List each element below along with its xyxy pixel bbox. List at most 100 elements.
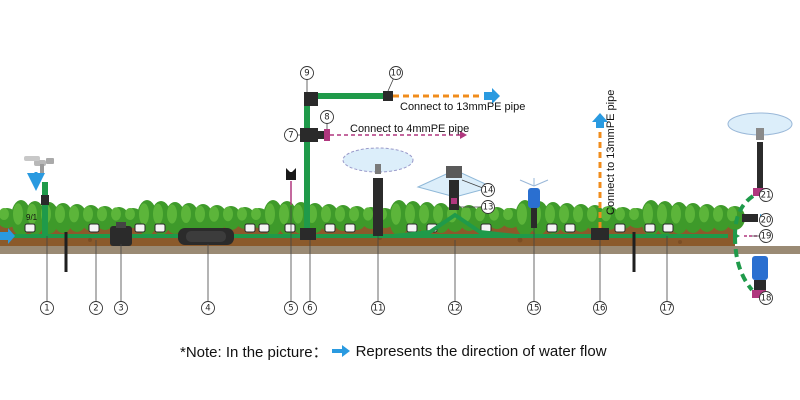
callout-number: 6 [307,304,312,314]
grass-highlight [419,204,429,224]
pipe-clamps [24,223,674,233]
pipe-clamp [324,223,336,233]
pipe-clamp [662,223,674,233]
grass-highlight [559,205,569,223]
faucet: 9/1 [24,156,54,236]
pipe-clamp [644,223,656,233]
callout-circle [448,301,462,315]
pipe-clamp [88,223,100,233]
grass-highlight [685,205,695,223]
grass-highlight [713,206,723,222]
grass-highlight [391,203,401,225]
grass-highlight [97,206,107,222]
callout-19: 19 [752,229,773,243]
grass-highlight [601,206,611,222]
callout-number: 19 [761,232,772,242]
callout-15: 15 [527,228,541,315]
grass-highlight [545,204,555,224]
impact-sprinkler [519,178,549,228]
pipe-clamp [546,223,558,233]
grass-highlight [629,208,639,220]
grass-highlight [587,206,597,222]
callout-circle [303,301,317,315]
grass-highlight [111,207,121,221]
callout-21: 21 [759,188,773,202]
vertical-13mm-branch [591,113,609,240]
label-connect-4mm: Connect to 4mmPE pipe [350,123,469,135]
pipe-clamp [24,223,36,233]
callout-number: 2 [93,304,98,314]
grass-highlight [223,206,233,222]
callout-circle [114,301,128,315]
callout-circle [759,291,773,305]
callout-circle [759,188,773,202]
pipe-clamp [614,223,626,233]
label-connect-13mm-vertical: Connect to 13mmPE pipe [605,90,617,215]
callout-2: 2 [89,240,103,315]
callout-10: 10 [387,66,403,92]
callout-circle [481,183,495,197]
callout-number: 21 [761,191,772,201]
grass-highlight [293,204,303,224]
callout-number: 11 [373,304,384,314]
grass-highlight [671,204,681,224]
grass-highlight [363,207,373,221]
u-clip [286,168,296,205]
callout-16: 16 [593,240,607,315]
pipe-clamp [564,223,576,233]
grass-highlight [503,208,513,220]
pipe-clamp [344,223,356,233]
pipe-clamp [244,223,256,233]
grass-highlight [83,206,93,222]
callout-number: 13 [483,203,494,213]
grass-highlight [321,205,331,223]
grass-highlight [699,205,709,223]
callout-5: 5 [284,206,298,315]
note-suffix: Represents the direction of water flow [355,342,607,360]
callout-18: 18 [759,291,773,305]
callout-circle [481,200,495,214]
callout-circle [89,301,103,315]
pipe-clamp [154,223,166,233]
callout-circle [284,128,298,142]
grass-highlight [181,205,191,223]
grass-highlight [643,203,653,225]
micro-sprayer [342,147,414,236]
callout-number: 1 [44,304,49,314]
label-connect-13mm-horizontal: Connect to 13mmPE pipe [400,101,525,113]
callout-number: 17 [662,304,673,314]
callout-circle [284,301,298,315]
riser-assembly [300,91,393,240]
callout-circle [527,301,541,315]
callout-number: 7 [288,131,293,141]
callout-12: 12 [448,240,462,315]
grass-highlight [209,206,219,222]
grass-highlight [517,203,527,225]
callout-number: 5 [288,304,293,314]
callout-number: 20 [761,216,772,226]
callout-number: 15 [529,304,540,314]
callout-circle [389,66,403,80]
grass-highlight [251,208,261,220]
inlet-flow-arrow [0,228,15,244]
callout-17: 17 [660,236,674,315]
grass-highlight [461,206,471,222]
grass-highlight [279,203,289,225]
callout-number: 4 [205,304,210,314]
callout-circle [593,301,607,315]
rotor-sprinkler [393,166,517,238]
callout-circle [40,301,54,315]
grass-highlight [657,203,667,225]
grass-highlight [27,203,37,225]
callout-4: 4 [201,244,215,315]
grass-highlight [167,204,177,224]
grass-highlight [55,205,65,223]
callout-circle [201,301,215,315]
pipe-clamp [134,223,146,233]
grass-highlight [433,205,443,223]
callout-1: 1 [40,236,54,315]
grass-highlight [573,205,583,223]
pipe-clamp [406,223,418,233]
